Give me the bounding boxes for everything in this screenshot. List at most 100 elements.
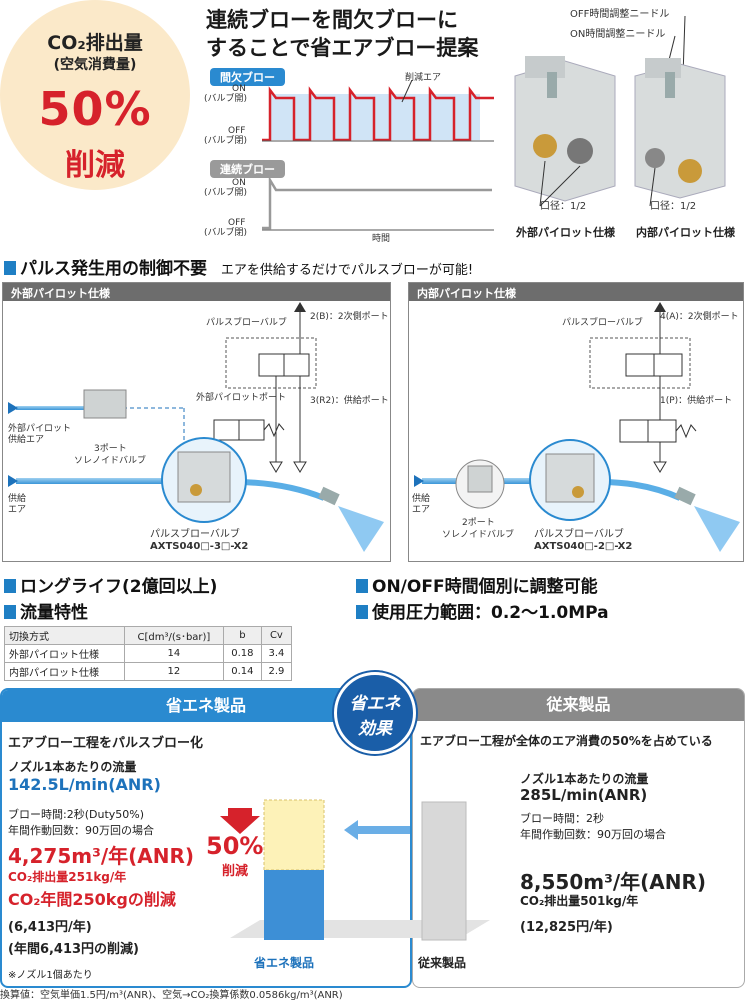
int-supply-1: 供給	[412, 494, 431, 504]
external-valve-photo	[514, 56, 616, 202]
saved-air-label: 削減エア	[405, 73, 442, 83]
port-left: 口径：1/2	[540, 201, 587, 212]
int-solenoid-2: ソレノイドバルブ	[442, 530, 515, 540]
int-supply-2: エア	[412, 505, 431, 515]
ext-pilot-air-1: 外部パイロット	[8, 424, 72, 434]
valve-photos	[514, 16, 726, 207]
ext-model-1: パルスブローバルブ	[150, 529, 240, 540]
ext-port2-label: 2(B)：2次側ポート	[310, 312, 389, 322]
reduce-percent: 50%	[206, 832, 264, 860]
port-right: 口径：1/2	[650, 201, 697, 212]
table-header-row: 切換方式 C[dm³/(s･bar)] b Cv	[4, 626, 293, 645]
ext-supply-1: 供給	[8, 494, 27, 504]
co2-badge: CO₂排出量 (空気消費量) 50% 削減	[0, 0, 190, 190]
ext-pilot-air-2: 供給エア	[8, 435, 45, 445]
table-cell: 14	[123, 644, 224, 663]
footer-note: 換算値：空気単価1.5円/m³(ANR)、空気→CO₂換算係数0.0586kg/…	[0, 990, 343, 1000]
table-row: 外部パイロット仕様 14 0.18 3.4	[4, 644, 293, 663]
int-model-1: パルスブローバルブ	[534, 529, 624, 540]
int-port4-label: 4(A)：2次側ポート	[660, 312, 739, 322]
conventional-blow-time: ブロー時間：2秒	[520, 812, 604, 825]
conventional-flow-label: ノズル1本あたりの流量	[520, 772, 649, 786]
consumption-bars	[230, 799, 490, 941]
energy-blow-time: ブロー時間:2秒(Duty50%)	[8, 808, 145, 821]
off-label-2: OFF	[228, 218, 246, 228]
conventional-co2-line: CO₂排出量501kg/年	[520, 894, 639, 908]
energy-cost: (6,413円/年)	[8, 920, 92, 935]
conventional-flow-value: 285L/min(ANR)	[520, 786, 648, 804]
continuous-waveform	[262, 175, 494, 231]
table-cell: 3.4	[260, 644, 293, 663]
section-title: パルス発生用の制御不要	[20, 259, 207, 279]
badge-percent: 50%	[38, 82, 152, 136]
saved-air-pointer	[401, 80, 413, 103]
feature-pressure-text: 使用圧力範囲：0.2〜1.0MPa	[372, 603, 609, 623]
conventional-annual-value: 8,550m³/年(ANR)	[520, 870, 707, 894]
feature-marker	[356, 579, 368, 593]
on-sub-2: (バルブ開)	[204, 188, 248, 198]
ext-model-2: AXTS040□-3□-X2	[150, 541, 249, 552]
int-model-2: AXTS040□-2□-X2	[534, 541, 633, 552]
energy-cost-reduce: (年間6,413円の削減)	[8, 942, 140, 957]
caption-right: 内部パイロット仕様	[636, 226, 735, 239]
effect-line2: 効果	[358, 719, 392, 739]
section-marker	[4, 261, 16, 275]
energy-co2-reduce: CO₂年間250kgの削減	[8, 890, 176, 909]
continuous-tag: 連続ブロー	[210, 160, 285, 178]
ext-pilot-port-label: 外部パイロットポート	[196, 393, 287, 403]
table-cell: 0.18	[222, 644, 262, 663]
table-cell: 2.9	[260, 662, 293, 681]
energy-flow-value: 142.5L/min(ANR)	[8, 775, 161, 794]
headline: 連続ブローを間欠ブローに することで省エアブロー提案	[206, 6, 478, 62]
energy-annual-ops: 年間作動回数：90万回の場合	[8, 824, 154, 837]
off-sub-2: (バルブ閉)	[204, 228, 248, 238]
off-needle-label: OFF時間調整ニードル	[570, 9, 670, 20]
feature-onoff-text: ON/OFF時間個別に調整可能	[372, 577, 598, 597]
table-header: b	[222, 626, 262, 645]
intermittent-tag: 間欠ブロー	[210, 68, 285, 86]
headline-line1: 連続ブローを間欠ブローに	[206, 8, 458, 32]
feature-flow-text: 流量特性	[20, 603, 88, 623]
conventional-lead: エアブロー工程が全体のエア消費の50%を占めている	[420, 734, 713, 748]
badge-line2: (空気消費量)	[53, 57, 137, 73]
table-row: 内部パイロット仕様 12 0.14 2.9	[4, 662, 293, 681]
table-cell: 12	[123, 662, 224, 681]
table-header: 切換方式	[4, 626, 125, 645]
ext-solenoid-1: 3ポート	[94, 444, 127, 454]
feature-marker	[4, 605, 16, 619]
ext-pulse-valve-label: パルスブローバルブ	[206, 318, 287, 328]
on-label-1: ON	[232, 84, 246, 94]
pulse-line	[262, 86, 494, 142]
section-no-control: パルス発生用の制御不要 エアを供給するだけでパルスブローが可能!	[4, 254, 473, 279]
table-header: Cv	[260, 626, 293, 645]
effect-line1: 省エネ	[349, 694, 401, 714]
time-axis-label: 時間	[372, 234, 391, 244]
off-sub-1: (バルブ閉)	[204, 136, 248, 146]
internal-pilot-diagram	[414, 302, 740, 552]
int-pulse-valve-label: パルスブローバルブ	[562, 318, 643, 328]
feature-pressure: 使用圧力範囲：0.2〜1.0MPa	[356, 598, 609, 623]
on-sub-1: (バルブ開)	[204, 94, 248, 104]
on-label-2: ON	[232, 178, 246, 188]
ext-supply-2: エア	[8, 505, 27, 515]
badge-line1: CO₂排出量	[47, 32, 143, 54]
saved-portion-bar	[263, 799, 325, 871]
int-solenoid-1: 2ポート	[462, 518, 495, 528]
caption-left: 外部パイロット仕様	[516, 226, 615, 239]
table-cell: 内部パイロット仕様	[4, 662, 125, 681]
energy-co2-line: CO₂排出量251kg/年	[8, 870, 127, 884]
conventional-bar	[421, 801, 467, 941]
ext-port3-label: 3(R2)：供給ポート	[310, 396, 389, 406]
flow-table: 切換方式 C[dm³/(s･bar)] b Cv 外部パイロット仕様 14 0.…	[4, 626, 293, 681]
intermittent-waveform	[262, 80, 494, 142]
table-header: C[dm³/(s･bar)]	[123, 626, 224, 645]
energy-saving-bar	[264, 870, 324, 940]
compare-arrow-icon	[344, 820, 410, 840]
section-subtitle: エアを供給するだけでパルスブローが可能!	[220, 263, 474, 278]
table-cell: 0.14	[222, 662, 262, 681]
feature-longlife: ロングライフ(2億回以上)	[4, 572, 217, 597]
feature-onoff: ON/OFF時間個別に調整可能	[356, 572, 598, 597]
internal-pilot-header: 内部パイロット仕様	[409, 283, 743, 301]
energy-lead: エアブロー工程をパルスブロー化	[8, 736, 204, 751]
external-pilot-diagram	[8, 302, 384, 552]
